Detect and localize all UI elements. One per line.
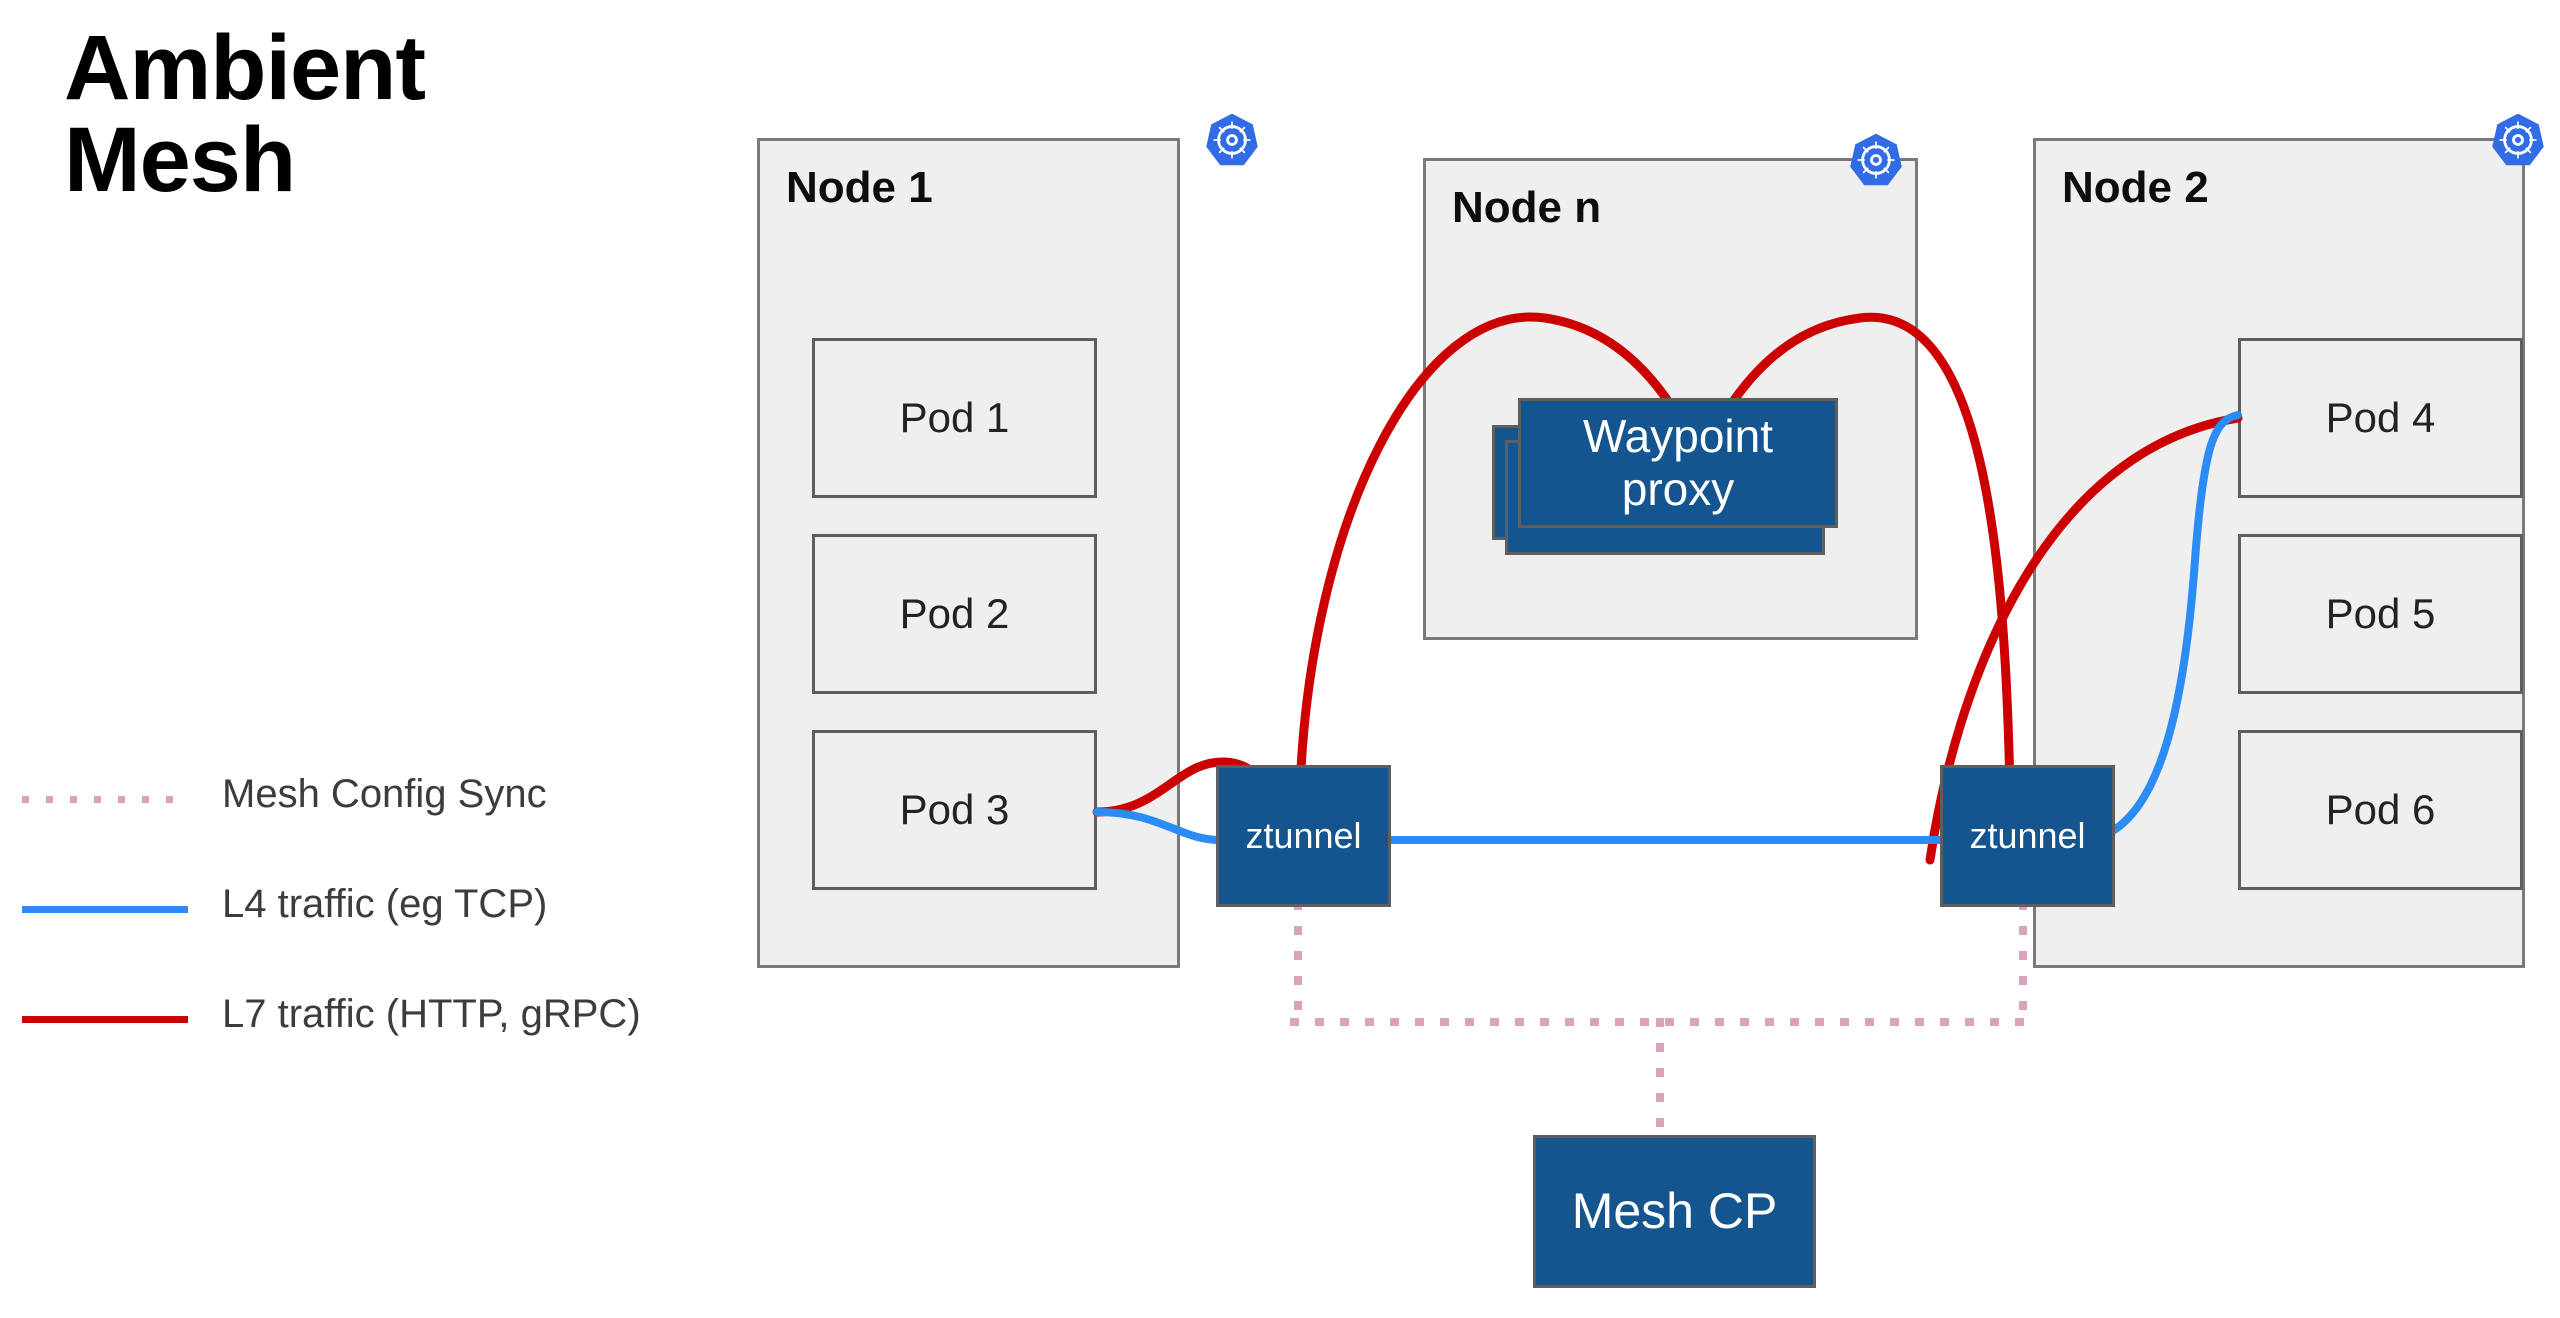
pod-label: Pod 3	[899, 786, 1010, 833]
legend-label: L4 traffic (eg TCP)	[222, 882, 548, 926]
pod-box-pod-3: Pod 3	[812, 730, 1097, 890]
node-title: Node 1	[786, 163, 933, 212]
legend-label: Mesh Config Sync	[222, 772, 547, 816]
ztunnel-box-left[interactable]: ztunnel	[1216, 765, 1391, 907]
ztunnel-label: ztunnel	[1969, 815, 2086, 857]
mesh-cp-label: Mesh CP	[1571, 1182, 1778, 1239]
legend-swatch-red-line-icon	[22, 1016, 188, 1023]
waypoint-proxy-label: Waypoint proxy	[1582, 410, 1774, 515]
legend-swatch-dotted-line-icon	[22, 796, 188, 803]
legend-item-l7-traffic: L7 traffic (HTTP, gRPC)	[20, 980, 720, 1090]
mesh-cp-box[interactable]: Mesh CP	[1533, 1135, 1816, 1288]
pod-label: Pod 4	[2325, 394, 2436, 441]
pod-label: Pod 1	[899, 394, 1010, 441]
node-title: Node n	[1452, 183, 1602, 232]
legend: Mesh Config Sync L4 traffic (eg TCP) L7 …	[20, 760, 720, 1090]
ztunnel-box-right[interactable]: ztunnel	[1940, 765, 2115, 907]
pod-box-pod-1: Pod 1	[812, 338, 1097, 498]
legend-item-mesh-config-sync: Mesh Config Sync	[20, 760, 720, 870]
pod-label: Pod 5	[2325, 590, 2436, 637]
waypoint-proxy-box[interactable]: Waypoint proxy	[1518, 398, 1838, 528]
pod-label: Pod 6	[2325, 786, 2436, 833]
legend-label: L7 traffic (HTTP, gRPC)	[222, 992, 641, 1036]
node-title: Node 2	[2062, 163, 2209, 212]
pod-box-pod-5: Pod 5	[2238, 534, 2523, 694]
kubernetes-icon	[1206, 113, 1258, 166]
kubernetes-icon	[1850, 133, 1902, 186]
ztunnel-label: ztunnel	[1245, 815, 1362, 857]
legend-item-l4-traffic: L4 traffic (eg TCP)	[20, 870, 720, 980]
page-title: Ambient Mesh	[64, 17, 426, 211]
legend-swatch-blue-line-icon	[22, 906, 188, 913]
pod-box-pod-4: Pod 4	[2238, 338, 2523, 498]
kubernetes-icon	[2492, 113, 2544, 166]
pod-box-pod-2: Pod 2	[812, 534, 1097, 694]
pod-box-pod-6: Pod 6	[2238, 730, 2523, 890]
pod-label: Pod 2	[899, 590, 1010, 637]
